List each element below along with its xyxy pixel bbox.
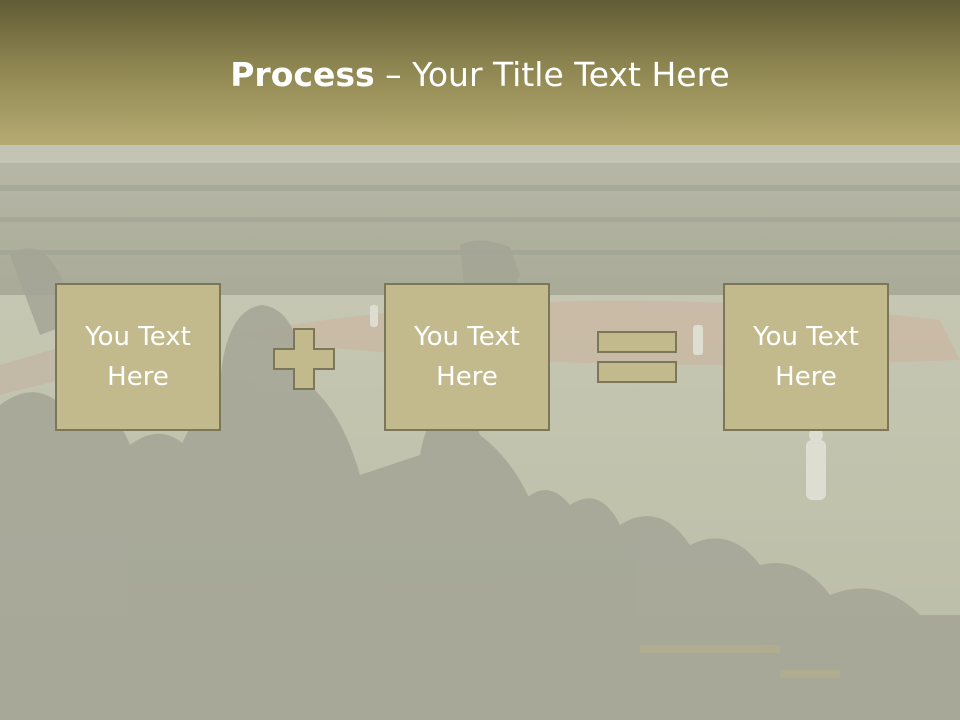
plus-icon [273, 328, 335, 390]
process-box-2: You Text Here [384, 283, 550, 431]
title-bold-text: Process [230, 55, 375, 94]
equals-icon [597, 331, 677, 383]
process-box-1-text: You Text Here [85, 322, 191, 392]
stadium-background-image [0, 145, 960, 720]
process-box-3: You Text Here [723, 283, 889, 431]
process-box-3-text: You Text Here [753, 322, 859, 392]
process-box-1: You Text Here [55, 283, 221, 431]
title-band: Process – Your Title Text Here [0, 0, 960, 145]
slide-title: Process – Your Title Text Here [0, 52, 960, 98]
title-rest-text: – Your Title Text Here [374, 55, 730, 94]
process-box-2-text: You Text Here [414, 322, 520, 392]
